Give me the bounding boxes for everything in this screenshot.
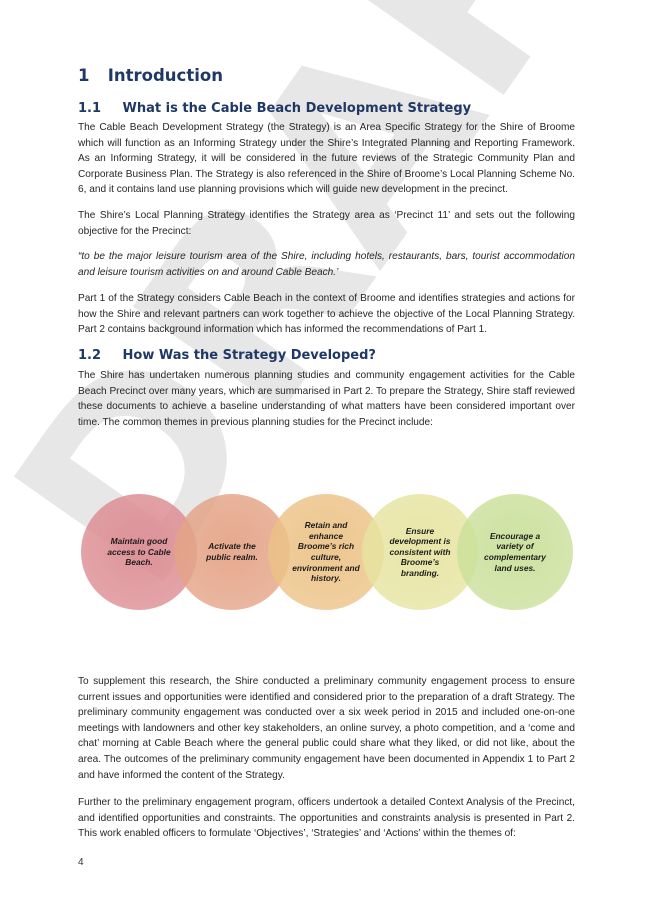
common-themes-diagram: Maintain good access to Cable Beach. Act… bbox=[79, 494, 579, 612]
theme-label: Ensure development is consistent with Br… bbox=[389, 525, 451, 578]
section-title: How Was the Strategy Developed? bbox=[122, 348, 376, 363]
section-title: What is the Cable Beach Development Stra… bbox=[122, 101, 472, 116]
objective-quote: “to be the major leisure tourism area of… bbox=[78, 251, 575, 278]
section-heading-1-1: 1.1 What is the Cable Beach Development … bbox=[78, 101, 471, 116]
paragraph-strategy-development: The Shire has undertaken numerous planni… bbox=[78, 370, 575, 428]
page-number: 4 bbox=[78, 857, 84, 868]
heading-introduction: 1 Introduction bbox=[78, 66, 223, 85]
heading-title: Introduction bbox=[107, 66, 223, 85]
theme-label: Activate the public realm. bbox=[206, 541, 258, 562]
paragraph-precinct-objective: The Shire’s Local Planning Strategy iden… bbox=[78, 210, 575, 237]
theme-circle-land-uses: Encourage a variety of complementary lan… bbox=[457, 494, 573, 610]
heading-number: 1 bbox=[78, 66, 90, 85]
theme-label: Maintain good access to Cable Beach. bbox=[107, 536, 171, 568]
paragraph-context-analysis: Further to the preliminary engagement pr… bbox=[78, 797, 575, 840]
theme-label: Retain and enhance Broome’s rich culture… bbox=[292, 520, 360, 584]
section-number: 1.2 bbox=[78, 348, 102, 363]
paragraph-strategy-definition: The Cable Beach Development Strategy (th… bbox=[78, 122, 575, 196]
paragraph-community-engagement: To supplement this research, the Shire c… bbox=[78, 676, 575, 781]
section-number: 1.1 bbox=[78, 101, 102, 116]
theme-label: Encourage a variety of complementary lan… bbox=[484, 530, 546, 573]
paragraph-strategy-parts: Part 1 of the Strategy considers Cable B… bbox=[78, 293, 575, 336]
section-heading-1-2: 1.2 How Was the Strategy Developed? bbox=[78, 348, 376, 363]
